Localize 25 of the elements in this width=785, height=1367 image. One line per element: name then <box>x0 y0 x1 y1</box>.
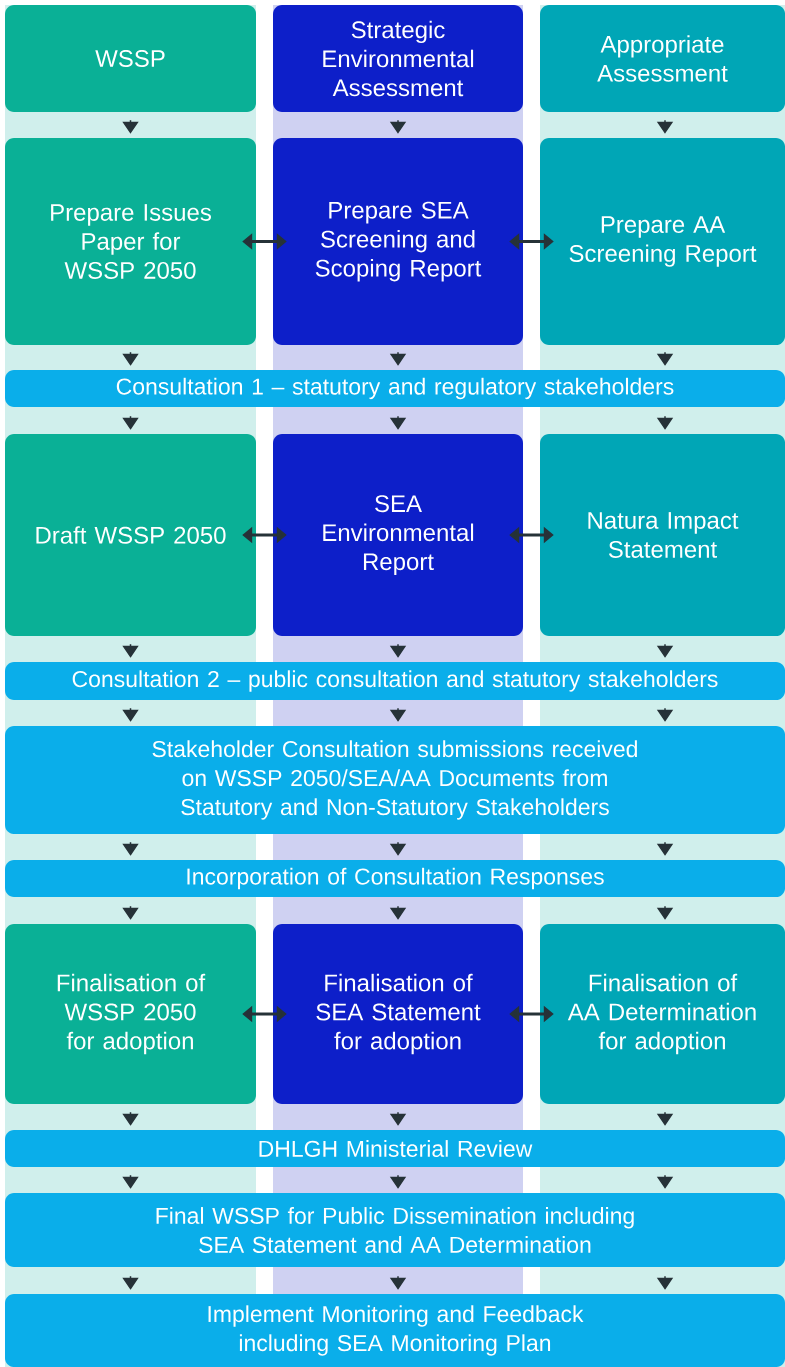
column-header-box: Strategic Environmental Assessment <box>273 5 523 112</box>
process-box: Prepare AA Screening Report <box>540 138 785 345</box>
stage-band: Consultation 1 – statutory and regulatory stakeholders <box>5 370 785 407</box>
stage-band: Implement Monitoring and Feedback including SEA Monitoring Plan <box>5 1294 785 1367</box>
process-box: Prepare Issues Paper for WSSP 2050 <box>5 138 256 345</box>
stage-band: DHLGH Ministerial Review <box>5 1130 785 1167</box>
column-header-box: Appropriate Assessment <box>540 5 785 112</box>
arrow <box>242 526 287 544</box>
stage-band: Incorporation of Consultation Responses <box>5 860 785 897</box>
arrow <box>242 1005 287 1023</box>
process-box: Natura Impact Statement <box>540 434 785 636</box>
stage-band: Consultation 2 – public consultation and statutory stakeholders <box>5 662 785 700</box>
process-box: Prepare SEA Screening and Scoping Report <box>273 138 523 345</box>
process-box: Finalisation of AA Determination for adoption <box>540 924 785 1104</box>
process-box: Draft WSSP 2050 <box>5 434 256 636</box>
arrow <box>509 1005 554 1023</box>
stage-band: Final WSSP for Public Dissemination including SEA Statement and AA Determination <box>5 1193 785 1267</box>
arrow <box>509 233 554 250</box>
process-box: Finalisation of SEA Statement for adoption <box>273 924 523 1104</box>
process-box: Finalisation of WSSP 2050 for adoption <box>5 924 256 1104</box>
arrow <box>242 233 287 250</box>
arrow <box>509 526 554 544</box>
stage-band: Stakeholder Consultation submissions received on WSSP 2050/SEA/AA Documents from Statutory and Non-Statutory Stakeholders <box>5 726 785 834</box>
column-header-box: WSSP <box>5 5 256 112</box>
process-box: SEA Environmental Report <box>273 434 523 636</box>
